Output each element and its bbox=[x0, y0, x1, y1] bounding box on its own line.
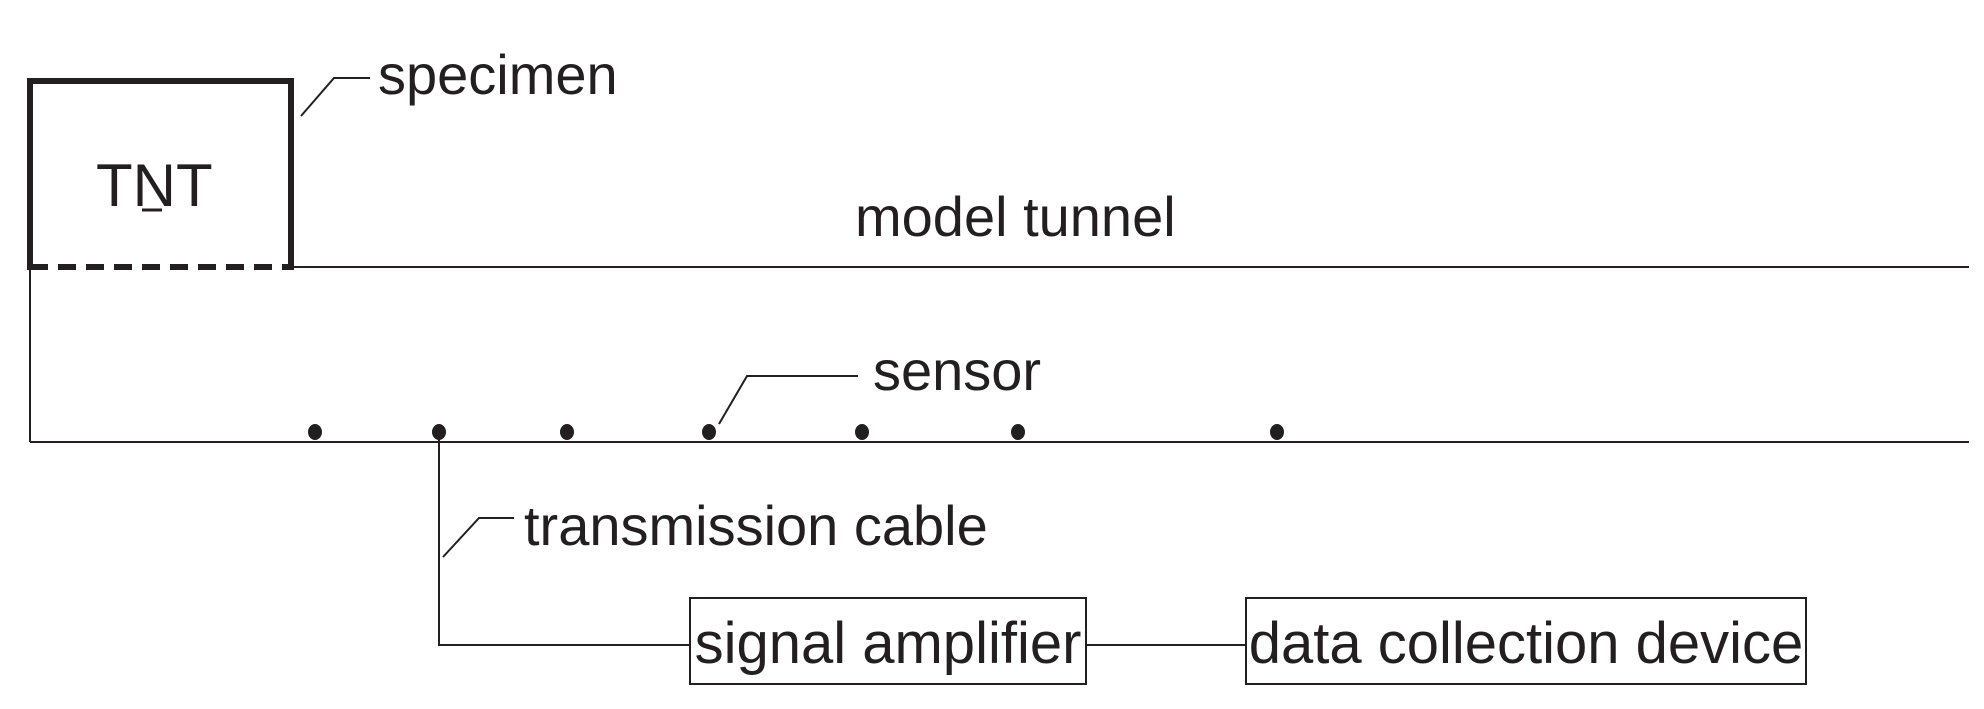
sensor-dot bbox=[560, 424, 574, 440]
data-collection-device-box bbox=[1245, 597, 1807, 685]
model-tunnel-label: model tunnel bbox=[855, 185, 1176, 248]
sensor-dot bbox=[1011, 424, 1025, 440]
specimen-inner-label: TNT bbox=[96, 152, 213, 219]
sensor-callout: sensor bbox=[718, 339, 1041, 425]
model-tunnel: model tunnel bbox=[29, 185, 1969, 443]
data-collection-device: data collection device bbox=[1245, 597, 1807, 685]
signal-amplifier-box bbox=[689, 597, 1087, 685]
cable-line bbox=[438, 432, 690, 646]
sensor-dot bbox=[308, 424, 322, 440]
signal-amplifier: signal amplifier bbox=[689, 597, 1087, 685]
specimen-leader-line bbox=[300, 77, 370, 117]
transmission-cable-label: transmission cable bbox=[524, 494, 988, 557]
sensor-row bbox=[308, 424, 1284, 440]
sensor-dot bbox=[1270, 424, 1284, 440]
sensor-dot bbox=[702, 424, 716, 440]
sensor-dot bbox=[855, 424, 869, 440]
sensor-leader-line bbox=[718, 375, 858, 425]
sensor-label: sensor bbox=[873, 339, 1041, 402]
specimen-box: TNT bbox=[27, 78, 294, 270]
transmission-cable: transmission cable bbox=[438, 432, 988, 646]
signal-amplifier-label: signal amplifier bbox=[695, 611, 1082, 676]
specimen-callout: specimen bbox=[300, 43, 618, 117]
cable-leader-line bbox=[442, 517, 514, 558]
specimen-label: specimen bbox=[378, 43, 618, 106]
data-collection-device-label: data collection device bbox=[1249, 611, 1804, 676]
